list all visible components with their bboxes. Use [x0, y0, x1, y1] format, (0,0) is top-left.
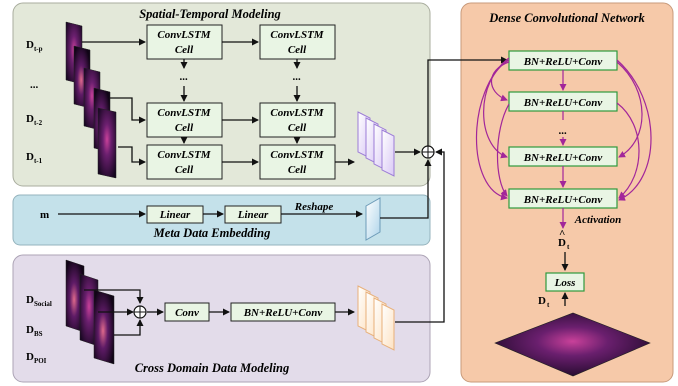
- dcn-block-2: BN+ReLU+Conv: [508, 91, 618, 112]
- label-d-poi: DPOI: [26, 351, 47, 365]
- svg-text:ConvLSTM: ConvLSTM: [270, 29, 324, 41]
- cross-title: Cross Domain Data Modeling: [135, 361, 290, 375]
- svg-text:Cell: Cell: [175, 122, 194, 134]
- svg-text:ConvLSTM: ConvLSTM: [270, 107, 324, 119]
- svg-text:Conv: Conv: [175, 307, 199, 319]
- svg-text:^: ^: [559, 228, 565, 240]
- input-labels-temporal: Dt-p ... Dt-2 Dt-1: [26, 39, 43, 165]
- dcn-blocks: BN+ReLU+Conv BN+ReLU+Conv ... BN+ReLU+Co…: [508, 50, 618, 209]
- activation-label: Activation: [574, 214, 621, 226]
- stm-feature-maps: [357, 111, 395, 177]
- cross-bn-relu-conv-block: BN+ReLU+Conv: [230, 302, 336, 322]
- stm-title: Spatial-Temporal Modeling: [139, 7, 281, 21]
- svg-text:Cell: Cell: [288, 122, 307, 134]
- temporal-arrows: [82, 38, 355, 166]
- svg-text:D: D: [538, 295, 546, 307]
- cross-heatmap-stack: [65, 259, 115, 365]
- meta-to-fusion-arrow: [380, 159, 432, 219]
- dcn-block-3: BN+ReLU+Conv: [508, 146, 618, 167]
- convlstm-column-2: ConvLSTM Cell ... ConvLSTM Cell ConvLSTM…: [259, 24, 336, 180]
- temporal-heatmap-stack: [65, 21, 117, 179]
- ground-truth-label: D t: [538, 295, 550, 309]
- convlstm-cell-1-1: ConvLSTM Cell: [146, 24, 223, 60]
- loss-block: Loss: [545, 272, 585, 292]
- fusion-add-node: [421, 145, 435, 159]
- convlstm-cell-1-3: ConvLSTM Cell: [146, 144, 223, 180]
- cross-feature-maps: [357, 285, 395, 351]
- input-labels-cross: DSocial DBS DPOI: [26, 294, 52, 365]
- fusion-to-dcn-arrow: [427, 56, 508, 146]
- ground-truth-heatmap: [494, 312, 651, 377]
- svg-text:BN+ReLU+Conv: BN+ReLU+Conv: [523, 194, 603, 206]
- dcn-ellipsis: ...: [559, 125, 567, 137]
- label-d-social: DSocial: [26, 294, 52, 308]
- vdots-col2: ...: [293, 71, 301, 83]
- convlstm-column-1: ConvLSTM Cell ... ConvLSTM Cell ConvLSTM…: [146, 24, 223, 180]
- cross-add-node: [133, 305, 147, 319]
- svg-text:ConvLSTM: ConvLSTM: [157, 107, 211, 119]
- meta-feature-map: [365, 197, 381, 241]
- svg-text:BN+ReLU+Conv: BN+ReLU+Conv: [523, 56, 603, 68]
- label-ellipsis: ...: [30, 79, 39, 91]
- convlstm-cell-1-2: ConvLSTM Cell: [146, 102, 223, 138]
- label-d-tp: Dt-p: [26, 39, 43, 53]
- svg-text:D: D: [558, 237, 566, 249]
- svg-text:ConvLSTM: ConvLSTM: [157, 29, 211, 41]
- meta-embedding-panel: [12, 194, 431, 246]
- meta-title: Meta Data Embedding: [153, 226, 271, 240]
- linear-block-1: Linear: [146, 205, 204, 224]
- svg-text:Cell: Cell: [175, 164, 194, 176]
- cross-domain-panel: [12, 254, 431, 383]
- svg-text:ConvLSTM: ConvLSTM: [157, 149, 211, 161]
- svg-text:Linear: Linear: [237, 209, 269, 221]
- svg-text:Cell: Cell: [288, 164, 307, 176]
- svg-text:Linear: Linear: [159, 209, 191, 221]
- convlstm-cell-2-3: ConvLSTM Cell: [259, 144, 336, 180]
- cross-to-fusion-arrow: [395, 148, 445, 323]
- convlstm-cell-2-2: ConvLSTM Cell: [259, 102, 336, 138]
- svg-text:ConvLSTM: ConvLSTM: [270, 149, 324, 161]
- svg-text:Cell: Cell: [288, 44, 307, 56]
- prediction-label: D ^ t: [558, 228, 570, 251]
- dense-connections: [475, 57, 652, 229]
- svg-text:BN+ReLU+Conv: BN+ReLU+Conv: [523, 97, 603, 109]
- reshape-label: Reshape: [294, 201, 334, 213]
- meta-input-m: m: [40, 209, 49, 221]
- svg-text:t: t: [547, 301, 550, 309]
- svg-text:Loss: Loss: [554, 277, 576, 289]
- dcn-block-1: BN+ReLU+Conv: [508, 50, 618, 71]
- svg-text:BN+ReLU+Conv: BN+ReLU+Conv: [243, 307, 323, 319]
- svg-text:BN+ReLU+Conv: BN+ReLU+Conv: [523, 152, 603, 164]
- dcn-block-4: BN+ReLU+Conv: [508, 188, 618, 209]
- cross-arrows: [84, 289, 355, 336]
- svg-text:t: t: [567, 243, 570, 251]
- convlstm-cell-2-1: ConvLSTM Cell: [259, 24, 336, 60]
- dcn-title: Dense Convolutional Network: [488, 11, 645, 25]
- label-d-bs: DBS: [26, 324, 43, 338]
- label-d-t1: Dt-1: [26, 151, 43, 165]
- svg-text:Cell: Cell: [175, 44, 194, 56]
- linear-block-2: Linear: [224, 205, 282, 224]
- vdots-col1: ...: [180, 71, 188, 83]
- label-d-t2: Dt-2: [26, 113, 43, 127]
- conv-block: Conv: [164, 302, 210, 322]
